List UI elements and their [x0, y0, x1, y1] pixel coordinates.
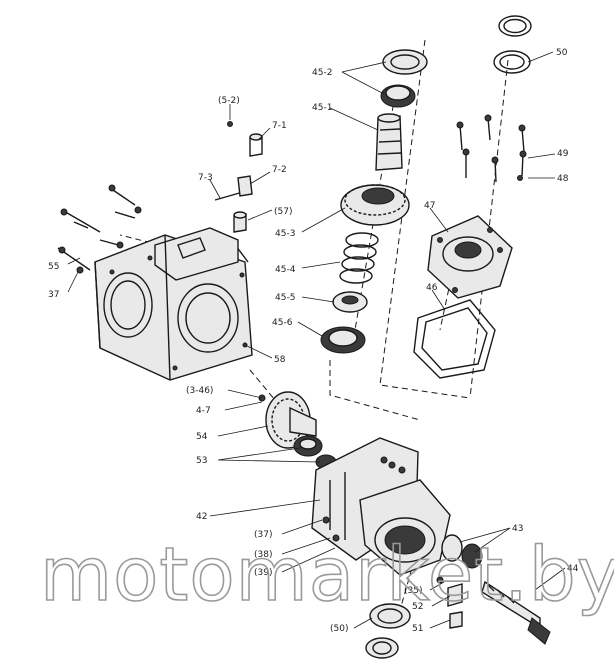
bearing-cup-50-top [493, 15, 532, 74]
bearing-45-5 [332, 291, 368, 313]
gearbox-housing-58 [94, 227, 253, 381]
label-53: 53 [196, 456, 207, 466]
leader-lines [67, 51, 566, 629]
label-37: 37 [48, 290, 59, 300]
label-47: 47 [424, 201, 435, 211]
label-44: 44 [567, 564, 579, 574]
label-7-2: 7-2 [272, 165, 287, 175]
bearing-cup-50-bottom [365, 603, 411, 659]
label-49: 49 [557, 149, 569, 159]
label-7-1: 7-1 [272, 121, 287, 131]
label-45-1: 45-1 [312, 103, 332, 113]
bearing-45-6 [320, 326, 366, 354]
label-52: 52 [412, 602, 423, 612]
watermark-text: motomarket.by [40, 532, 614, 618]
label-4-7: 4-7 [196, 406, 211, 416]
label-51: 51 [412, 624, 423, 634]
label-48: 48 [557, 174, 569, 184]
label-45-2: 45-2 [312, 68, 332, 78]
label-43: 43 [512, 524, 523, 534]
label-46: 46 [426, 283, 438, 293]
label-35: (35) [404, 586, 422, 596]
label-55: 55 [48, 262, 59, 272]
lower-housing-42 [311, 437, 451, 576]
label-7-3: 7-3 [198, 173, 213, 183]
label-39: (39) [254, 568, 272, 578]
label-54: 54 [196, 432, 208, 442]
gasket-46 [413, 299, 496, 379]
label-50b: (50) [330, 624, 348, 634]
pinion-shaft-45-1 [375, 113, 403, 171]
label-3-46: (3-46) [186, 386, 213, 396]
bolts-49 [456, 114, 527, 183]
label-45-5: 45-5 [275, 293, 295, 303]
bevel-gear-45-3 [340, 184, 410, 226]
label-45-4: 45-4 [275, 265, 296, 275]
label-45-3: 45-3 [275, 229, 295, 239]
flange-cover-47 [427, 215, 513, 299]
label-45-6: 45-6 [272, 318, 293, 328]
bearing-45-2 [380, 49, 428, 108]
label-50-top: 50 [556, 48, 568, 58]
crown-gear-54 [258, 391, 317, 449]
output-shaft-44 [481, 580, 551, 645]
label-5-2: (5-2) [218, 96, 240, 106]
small-parts-upper-left [57, 121, 263, 274]
bearing-43 [441, 534, 483, 569]
spacer-rings-45-4 [339, 232, 379, 284]
bolts-51-52 [436, 576, 463, 629]
label-38: (38) [254, 550, 272, 560]
part-labels: 45-2 45-1 50 (5-2) 7-1 7-2 7-3 (57) 45-3… [48, 48, 579, 634]
label-42: 42 [196, 512, 207, 522]
label-37b: (37) [254, 530, 272, 540]
label-58: 58 [274, 355, 286, 365]
label-57: (57) [274, 207, 292, 217]
